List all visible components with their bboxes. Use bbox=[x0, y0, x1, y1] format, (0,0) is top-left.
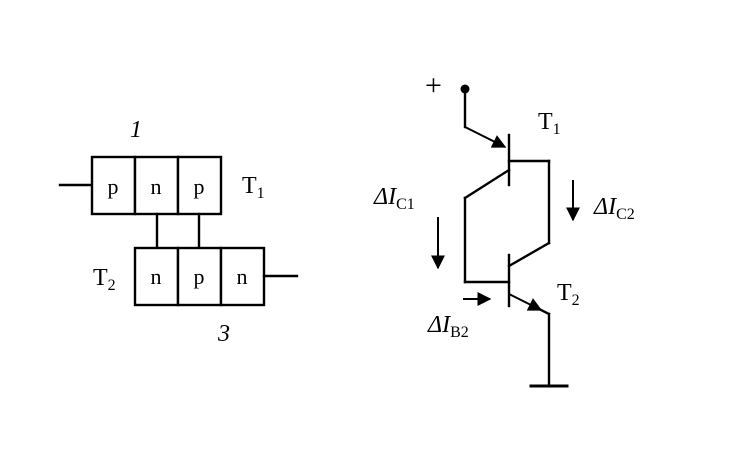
bottom-layer-3 bbox=[219, 246, 266, 307]
layer-structure: p n p n p n 1 3 T1 T2 bbox=[58, 117, 299, 347]
ib2-label: ΔIB2 bbox=[427, 312, 469, 341]
t2-emitter bbox=[508, 293, 543, 311]
bottom-layer-1-label: n bbox=[151, 264, 162, 289]
t1-collector bbox=[463, 168, 511, 200]
t2-label: T2 bbox=[557, 280, 580, 309]
top-layer-1-label: p bbox=[108, 174, 119, 199]
bottom-layer-2 bbox=[176, 246, 223, 307]
ic2-label: ΔIC2 bbox=[593, 194, 635, 223]
t2-collector bbox=[507, 241, 551, 268]
equivalent-circuit: + T1 T2 ΔIC1 ΔIC2 ΔIB2 bbox=[373, 69, 635, 388]
bottom-layer-1 bbox=[133, 246, 180, 307]
bottom-layer-3-label: n bbox=[237, 264, 248, 289]
supply-plus-sign: + bbox=[425, 69, 442, 102]
t1-emitter bbox=[464, 126, 507, 148]
bottom-transistor-label: T2 bbox=[93, 265, 116, 294]
t1-label: T1 bbox=[538, 109, 561, 138]
t2-emitter-tail bbox=[539, 308, 551, 316]
terminal-label-bottom: 3 bbox=[217, 321, 230, 347]
bottom-layer-2-label: p bbox=[194, 264, 205, 289]
terminal-label-top: 1 bbox=[130, 117, 142, 143]
top-layer-2 bbox=[133, 155, 180, 216]
ic1-label: ΔIC1 bbox=[373, 184, 415, 213]
top-layer-3-label: p bbox=[194, 174, 205, 199]
top-transistor-label: T1 bbox=[242, 173, 265, 202]
top-layer-2-label: n bbox=[151, 174, 162, 199]
